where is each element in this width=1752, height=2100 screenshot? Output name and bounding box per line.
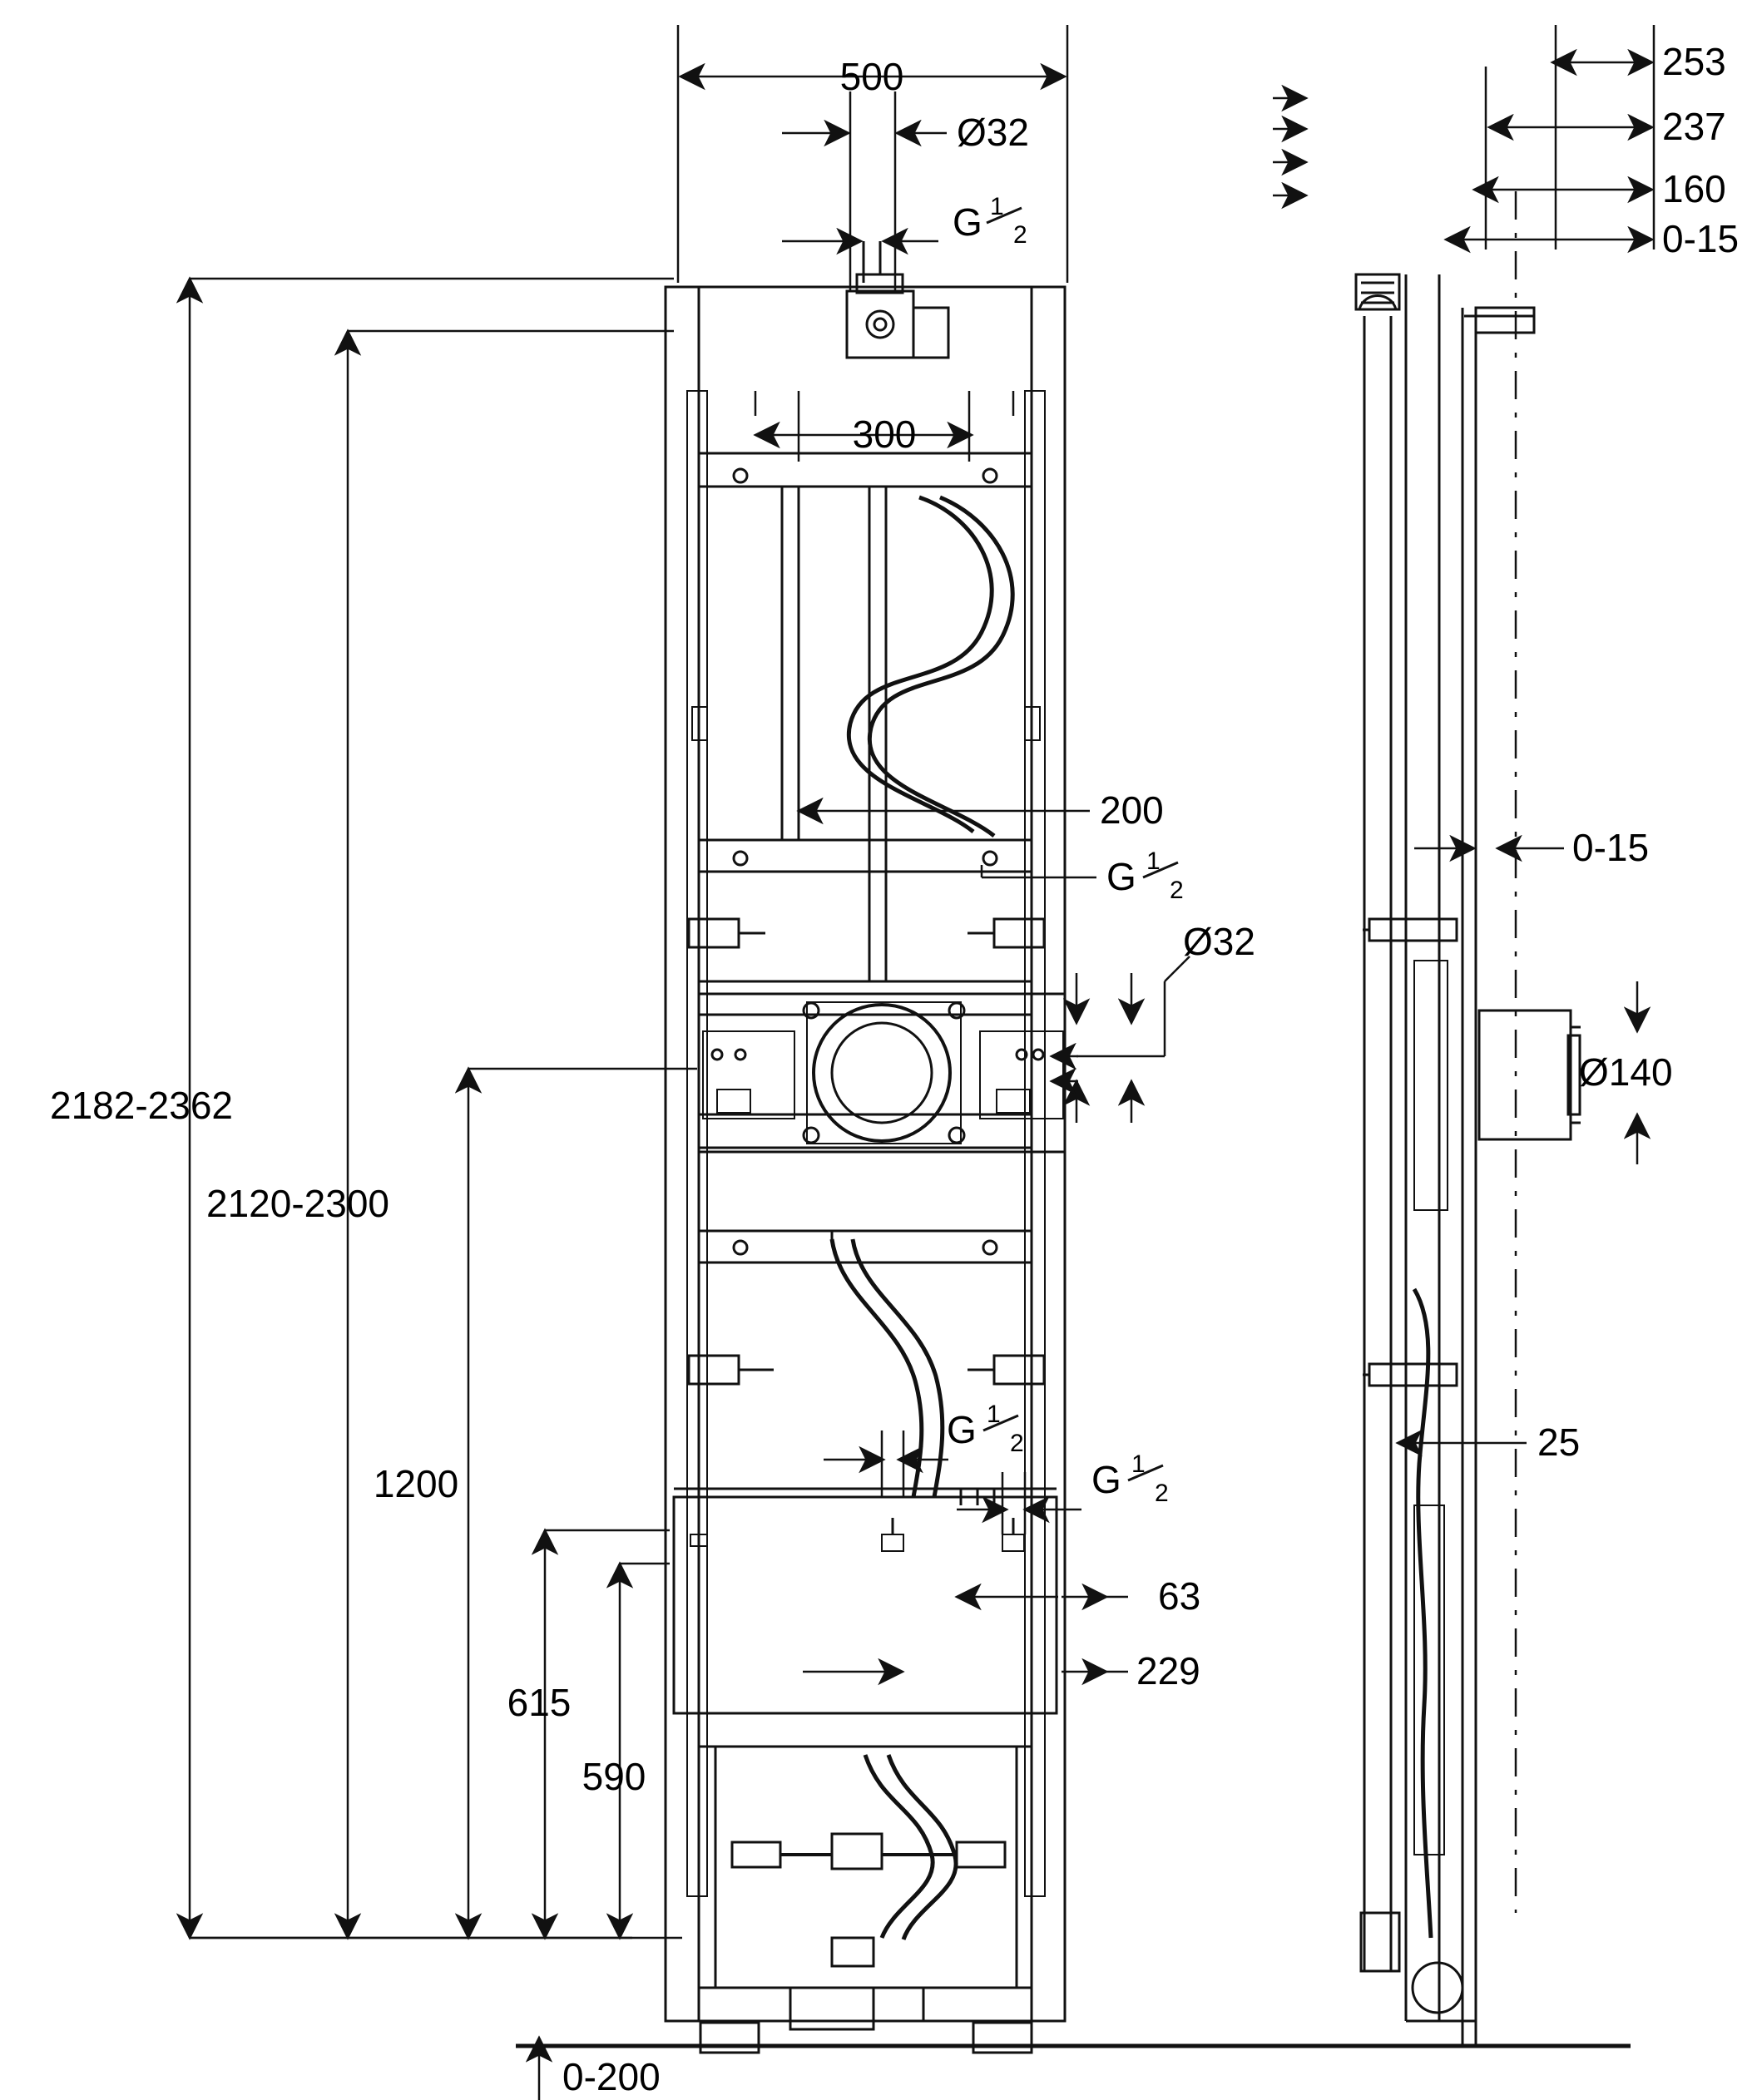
frame-front-view [516, 241, 1631, 2054]
dim-thread-top-den: 2 [1013, 221, 1027, 249]
dim-thread-top-num: 1 [990, 193, 1004, 220]
dim-300: 300 [853, 413, 917, 456]
dim-0-15-mid: 0-15 [1572, 826, 1649, 869]
dim-height-second: 2120-2300 [206, 1182, 389, 1225]
dim-diameter-32-top: Ø32 [957, 111, 1029, 154]
dim-200: 200 [1100, 788, 1164, 832]
dim-thread-low-right-num: 1 [1131, 1450, 1146, 1478]
dim-160: 160 [1662, 167, 1726, 210]
dim-thread-mid-num: 1 [1146, 847, 1161, 875]
dim-590: 590 [582, 1755, 646, 1798]
dim-diameter-140: Ø140 [1579, 1050, 1673, 1094]
dim-thread-mid: G [1106, 855, 1136, 898]
dim-height-total: 2182-2362 [50, 1084, 233, 1127]
dim-0-200: 0-200 [562, 2055, 661, 2098]
dim-thread-mid-den: 2 [1170, 877, 1184, 904]
dim-thread-low-right-den: 2 [1155, 1480, 1169, 1507]
dim-229: 229 [1136, 1649, 1200, 1692]
dim-63: 63 [1158, 1574, 1200, 1618]
dimension-lines [176, 25, 1655, 2100]
dim-thread-top: G [953, 200, 982, 244]
dim-thread-low-right: G [1091, 1458, 1121, 1501]
dim-615: 615 [507, 1681, 572, 1724]
dim-1200: 1200 [374, 1462, 458, 1505]
dim-25: 25 [1537, 1421, 1580, 1464]
dim-thread-low-left-den: 2 [1010, 1430, 1024, 1457]
frame-side-view [1354, 273, 1581, 2046]
dim-500: 500 [840, 55, 904, 98]
dim-thread-low-left-num: 1 [987, 1401, 1001, 1428]
dimension-labels: 500 Ø32 G 1 2 300 200 G 1 2 Ø32 2182-236… [50, 40, 1739, 2098]
dim-0-15-top: 0-15 [1662, 217, 1739, 260]
dim-thread-low-left: G [947, 1408, 977, 1451]
dim-253: 253 [1662, 40, 1726, 83]
dim-237: 237 [1662, 105, 1726, 148]
dim-diameter-32-mid: Ø32 [1183, 920, 1255, 963]
